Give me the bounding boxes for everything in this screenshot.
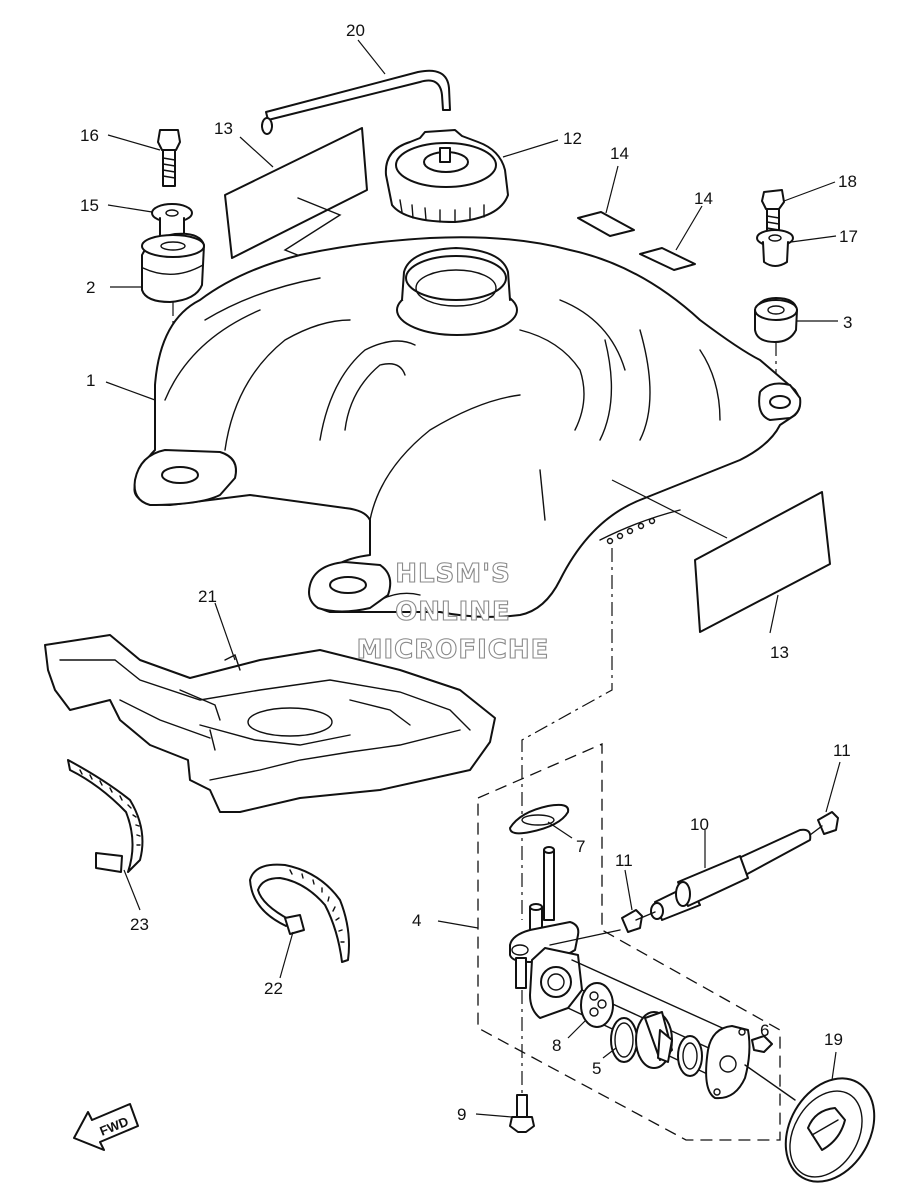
callout-2: 2 <box>86 278 95 297</box>
callout-13-lower: 13 <box>770 643 789 662</box>
callout-6: 6 <box>760 1021 769 1040</box>
callout-8: 8 <box>552 1036 561 1055</box>
callout-1: 1 <box>86 371 95 390</box>
callout-4: 4 <box>412 911 421 930</box>
callout-11-lower: 11 <box>615 851 633 870</box>
callout-20: 20 <box>346 21 365 40</box>
callout-5: 5 <box>592 1059 601 1078</box>
part-11-clip-upper <box>817 761 841 835</box>
callout-18: 18 <box>838 172 857 191</box>
callout-10: 10 <box>690 815 709 834</box>
part-20-vent-hose <box>261 39 451 135</box>
callout-23: 23 <box>130 915 149 934</box>
callout-17: 17 <box>839 227 858 246</box>
callout-14-left: 14 <box>610 144 629 163</box>
part-22-band <box>249 863 350 979</box>
part-5-o-ring <box>602 1017 638 1063</box>
callout-7: 7 <box>576 837 585 856</box>
part-13-pad-lower <box>611 479 831 634</box>
fuel-cock-body <box>509 846 741 1081</box>
watermark-line-3: MICROFICHE <box>357 635 550 665</box>
part-9-drain-screw <box>475 990 535 1133</box>
callout-15: 15 <box>80 196 99 215</box>
fuel-cock-washer <box>677 1035 703 1077</box>
part-1-fuel-tank <box>105 236 802 920</box>
callout-12: 12 <box>563 129 582 148</box>
callout-11-upper: 11 <box>833 741 851 760</box>
callout-9: 9 <box>457 1105 466 1124</box>
callout-22: 22 <box>264 979 283 998</box>
watermark: HLSM'S ONLINE MICROFICHE <box>356 558 550 665</box>
part-21-guard <box>44 602 496 813</box>
watermark-line-2: ONLINE <box>395 597 511 627</box>
part-18-bolt-right <box>761 181 836 244</box>
part-23-band <box>67 759 144 911</box>
watermark-line-1: HLSM'S <box>395 559 511 589</box>
part-2-grommet-left <box>110 232 205 470</box>
callout-14-right: 14 <box>694 189 713 208</box>
callout-labels: 20 13 12 16 14 14 18 15 17 2 3 1 21 13 1… <box>80 21 858 1124</box>
part-10-fuel-pipe <box>635 825 823 921</box>
part-14-pads <box>577 165 703 271</box>
part-8-valve-plate <box>567 982 614 1039</box>
part-19-knob <box>744 1051 876 1183</box>
part-7-gasket <box>509 803 573 839</box>
callout-19: 19 <box>824 1030 843 1049</box>
callout-3: 3 <box>843 313 852 332</box>
part-6-screw <box>751 1033 773 1053</box>
part-17-collar-right <box>756 229 837 267</box>
callout-21: 21 <box>198 587 217 606</box>
callout-13-upper: 13 <box>214 119 233 138</box>
part-16-bolt-left <box>107 129 181 187</box>
part-12-fuel-cap <box>384 129 559 223</box>
callout-16: 16 <box>80 126 99 145</box>
part-4-fuel-cock-assembly-box <box>437 743 781 1141</box>
fuel-cock-cover-plate <box>705 1025 751 1100</box>
fuel-cock-lever <box>635 1011 673 1069</box>
fwd-arrow-icon: FWD <box>73 1103 139 1151</box>
part-13-pad-upper <box>224 127 368 263</box>
part-11-clip-lower <box>621 869 643 933</box>
